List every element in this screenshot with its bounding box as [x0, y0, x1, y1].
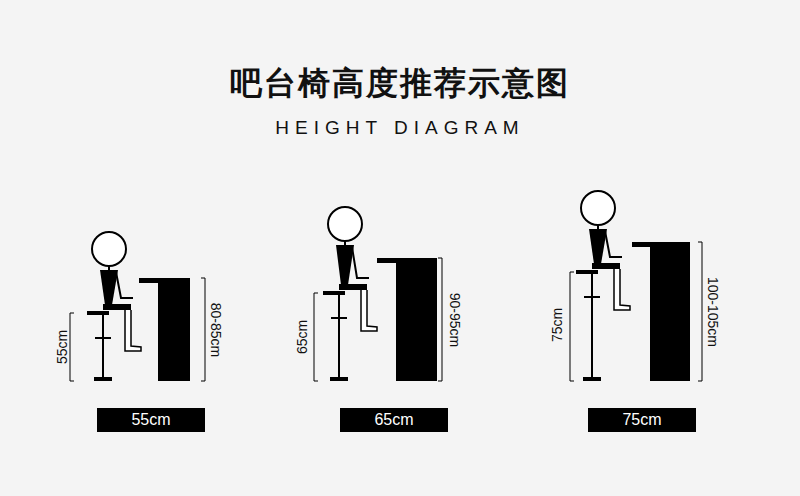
seat-height: 75cm — [549, 308, 565, 342]
size-label: 65cm — [374, 411, 413, 429]
bar-height: 90-95cm — [447, 293, 463, 347]
size-label-bar: 55cm — [97, 408, 205, 432]
title: 吧台椅高度推荐示意图 — [0, 62, 800, 106]
bar-height: 100-105cm — [705, 277, 721, 347]
size-label-bar: 65cm — [340, 408, 448, 432]
stool-figure — [70, 232, 205, 381]
seat-height: 65cm — [294, 320, 310, 354]
bar-height: 80-85cm — [208, 303, 224, 357]
stool-figure — [570, 191, 702, 381]
seat-height: 55cm — [54, 330, 70, 364]
stool-figure — [314, 207, 442, 381]
size-label-bar: 75cm — [588, 408, 696, 432]
size-label: 75cm — [622, 411, 661, 429]
size-label: 55cm — [131, 411, 170, 429]
subtitle: HEIGHT DIAGRAM — [0, 117, 800, 139]
